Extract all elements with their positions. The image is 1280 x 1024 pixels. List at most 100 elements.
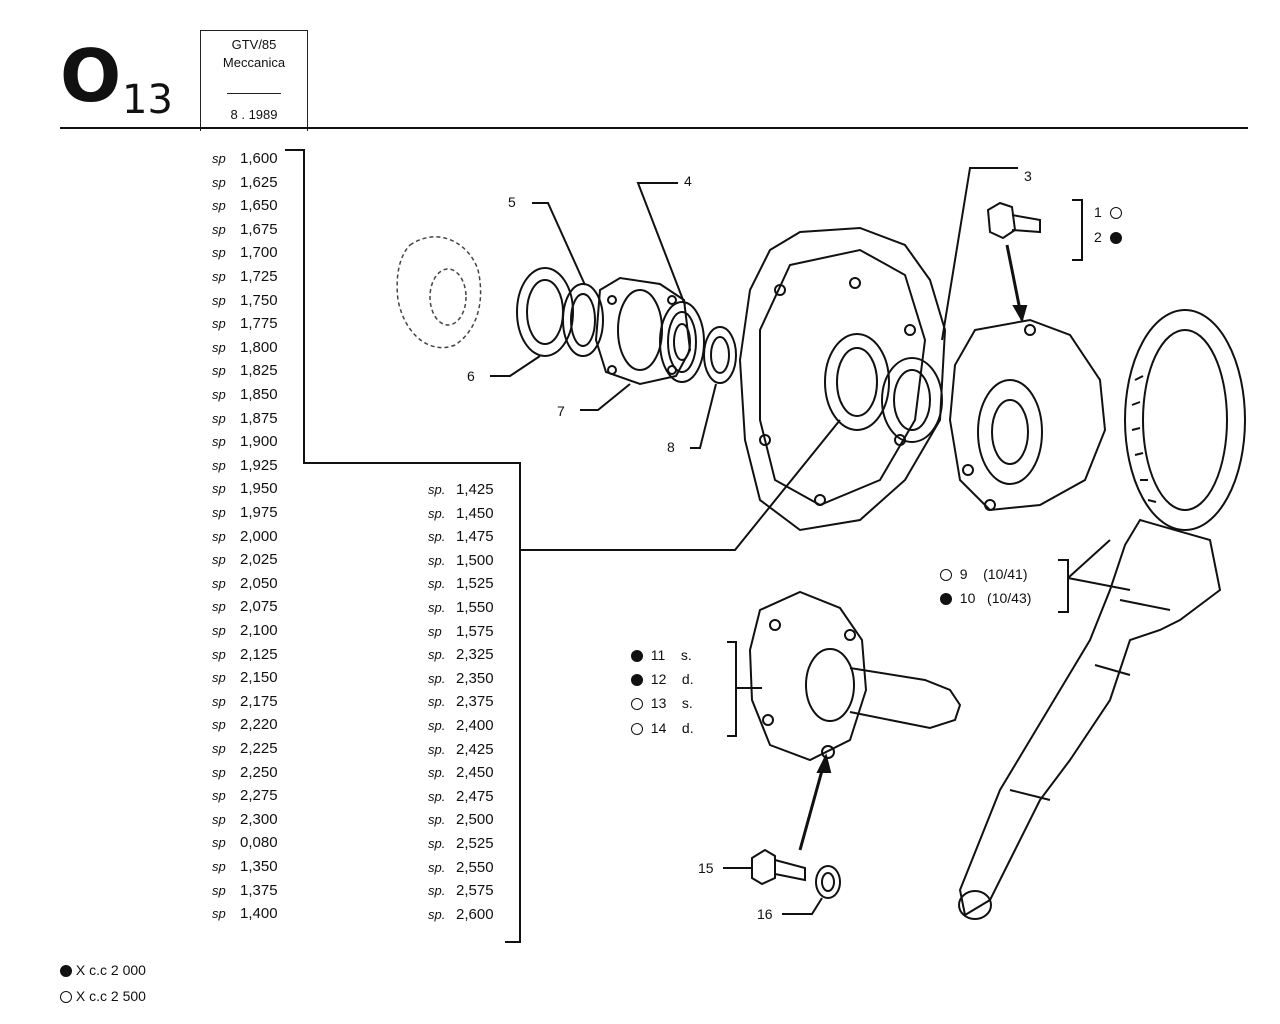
variant-13: 13 s. [631,695,693,711]
part-differential-case [948,318,1107,512]
shim-right-row: sp.2,500 [428,811,494,829]
shim-value: 2,125 [240,645,278,663]
shim-value: 1,900 [240,433,278,451]
shim-prefix: sp [212,481,226,497]
callout-2: 2 [1094,229,1122,245]
part-4-bearing [659,301,705,383]
shim-prefix: sp. [428,694,446,710]
shim-right-row: sp.2,525 [428,835,494,853]
variant-14: 14 d. [631,720,694,736]
shim-prefix: sp [212,552,226,568]
shim-prefix: sp [212,387,226,402]
shim-value: 2,375 [456,693,494,711]
shim-prefix: sp. [428,647,446,663]
variant-open-marker [631,723,643,736]
shim-value: 2,075 [240,598,278,616]
shim-value: 1,550 [456,599,494,616]
variant-filled-marker [631,650,643,663]
leader-4 [636,182,686,306]
shim-value: 1,675 [240,220,278,238]
shim-prefix: sp. [428,505,446,521]
shim-prefix: sp. [428,576,446,592]
shim-value: 1,750 [240,291,278,309]
shim-value: 1,650 [240,197,278,215]
shim-value: 1,525 [456,575,494,593]
part-11-14-axle-flange [748,590,962,762]
shim-prefix: sp. [428,552,446,568]
shim-prefix: sp [212,505,226,520]
callout-16: 16 [757,906,773,922]
shim-prefix: sp [212,292,226,308]
shim-right-row: sp.1,475 [428,528,494,546]
shim-prefix: sp. [428,788,446,804]
callout-4: 4 [684,173,692,189]
shim-left-row: sp 2,125 [212,646,278,664]
part-16-washer [815,865,841,899]
shim-prefix: sp [212,316,226,332]
shim-value: 2,220 [240,716,278,734]
bracket-11-14 [727,641,762,737]
shim-prefix: sp [212,741,226,756]
leader-5 [532,202,586,286]
shim-prefix: sp [212,882,226,898]
part-7-cap [594,276,692,386]
shim-value: 1,800 [240,338,278,356]
shim-value: 1,925 [240,456,278,474]
shim-value: 2,275 [240,787,278,805]
shim-prefix: sp. [428,718,446,733]
shim-right-row: sp. 1,525 [428,575,494,593]
shim-value: 2,600 [456,905,494,923]
part-8-shim [703,326,737,384]
callout-7: 7 [557,403,565,419]
shim-prefix: sp. [428,883,446,899]
shim-prefix: sp [212,764,226,780]
shim-left-row: sp 1,400 [212,905,278,923]
leader-7 [580,383,631,411]
shim-right-row: sp.1,450 [428,505,494,523]
shim-value: 1,400 [240,905,278,923]
variant-open-marker [1109,207,1122,220]
legend-item-filled: X c.c 2 000 [60,962,146,978]
shim-left-row: sp 1,850 [212,386,278,404]
shim-right-row: sp. 2,575 [428,882,494,900]
shim-prefix: sp [212,434,226,450]
shim-value: 1,850 [240,386,278,403]
callout-15: 15 [698,860,714,876]
shim-right-row: sp.2,425 [428,741,494,759]
shim-prefix: sp [212,646,226,662]
shim-value: 1,600 [240,150,278,167]
shim-value: 2,575 [456,882,494,900]
shim-right-row: sp. 2,375 [428,693,494,711]
shim-value: 2,350 [456,669,494,687]
shim-right-row: sp.2,350 [428,670,494,688]
shim-value: 2,475 [456,787,494,805]
shim-prefix: sp. [428,741,446,757]
bracket-1-2 [1072,199,1083,261]
shim-right-row: sp.2,325 [428,646,494,664]
shim-prefix: sp [212,670,226,686]
shim-value: 0,080 [240,834,278,852]
shim-prefix: sp [428,623,442,639]
shim-prefix: sp [212,906,226,922]
shim-prefix: sp. [428,765,446,781]
leader-16 [782,897,823,915]
shim-right-row: sp.1,550 [428,599,494,617]
shim-prefix: sp [212,245,226,261]
shim-value: 2,175 [240,692,278,710]
shim-prefix: sp [212,717,226,733]
shim-prefix: sp [212,198,226,214]
variant-10: 10 (10/43) [940,590,1031,606]
arrow-head-flange [816,753,832,773]
callout-5: 5 [508,194,516,210]
part-9-10-ring-gear [1124,309,1246,531]
callout-1: 1 [1094,204,1122,220]
shim-prefix: sp. [428,859,446,875]
